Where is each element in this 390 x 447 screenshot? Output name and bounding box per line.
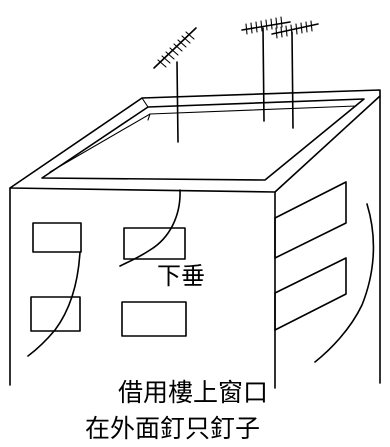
roof-corner-detail — [141, 97, 151, 121]
antenna-left — [153, 27, 197, 143]
window-front-top-left — [32, 222, 82, 253]
cable-front-left — [27, 251, 81, 357]
window-side-top — [274, 181, 347, 259]
window-front-bottom-left — [30, 296, 81, 332]
cable-side-right — [314, 203, 375, 363]
antenna-middle — [241, 16, 291, 122]
roof-outline — [9, 89, 381, 193]
building-front-wall — [9, 187, 276, 389]
caption-line-1: 借用樓上窗口 — [118, 378, 268, 407]
roof-parapet — [41, 98, 365, 181]
window-front-bottom-right — [121, 301, 187, 337]
roof-parapet-inner — [49, 105, 357, 173]
window-side-bottom — [274, 257, 347, 331]
caption-line-2: 在外面釘只釘子 — [85, 414, 260, 443]
antenna-right — [271, 20, 319, 129]
window-front-top-right — [123, 227, 186, 260]
cable-front-right — [119, 189, 181, 267]
label-drop: 下垂 — [157, 262, 205, 290]
